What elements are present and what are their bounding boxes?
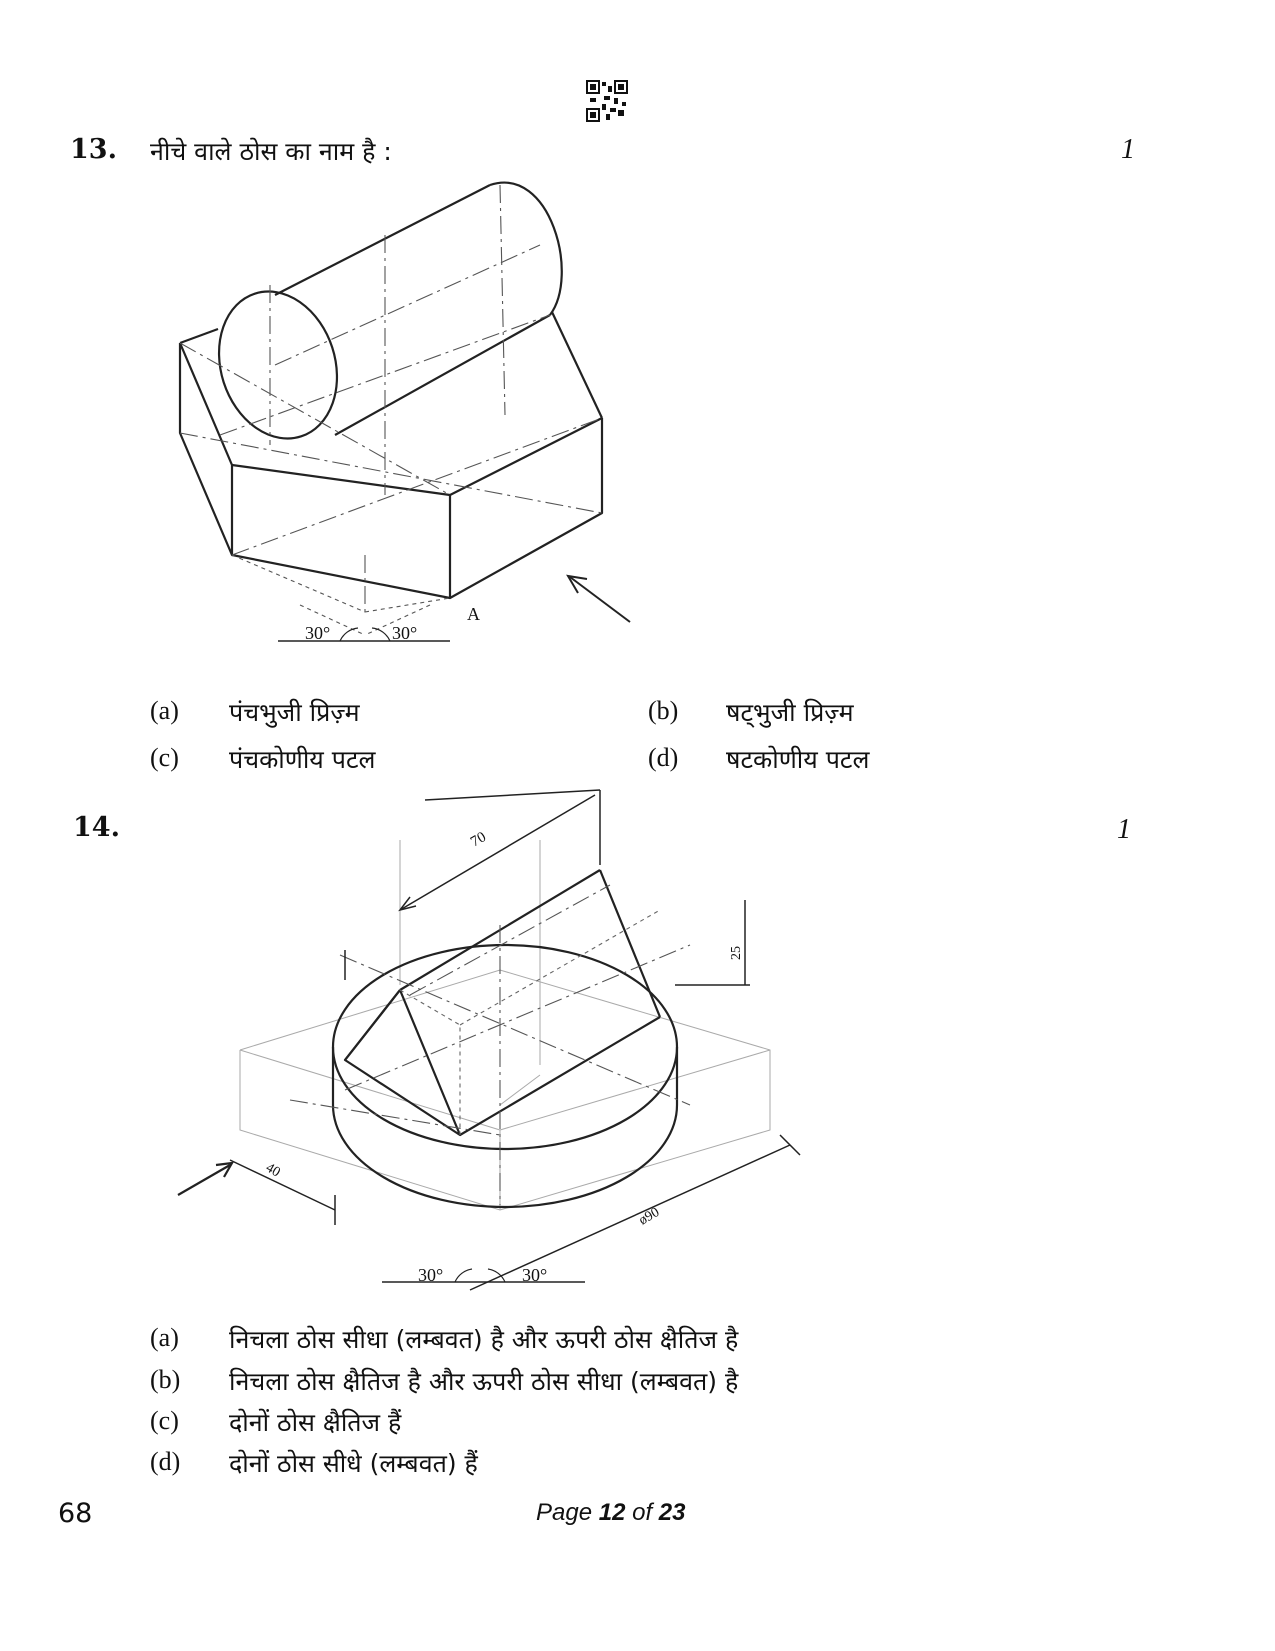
q13-option-c-label: (c) (150, 743, 179, 772)
page-indicator: Page 12 of 23 (536, 1499, 686, 1527)
q14-angle-left: 30° (418, 1265, 443, 1285)
q13-option-b-text: षट्भुजी प्रिज़्म (726, 698, 854, 727)
q14-option-b-label: (b) (150, 1365, 181, 1394)
page-of: of (632, 1499, 653, 1526)
q14-figure: 70 25 40 ø90 30° 30° (177, 789, 801, 1291)
q13-option-a-label: (a) (150, 696, 179, 725)
q14-option-a-label: (a) (150, 1323, 179, 1352)
q14-dim-40: 40 (263, 1160, 283, 1180)
q13-label-a: A (467, 604, 480, 624)
q13-figure: A 30° 30° (178, 181, 631, 643)
q14-option-d-text: दोनों ठोस सीधे (लम्बवत) हैं (229, 1449, 478, 1478)
q13-option-a-text: पंचभुजी प्रिज़्म (229, 698, 360, 727)
q14-dim-70: 70 (468, 829, 489, 850)
qr-code (586, 80, 628, 122)
page-prefix: Page (536, 1499, 593, 1526)
q14-option-c-text: दोनों ठोस क्षैतिज हैं (229, 1408, 402, 1437)
q13-option-c-text: पंचकोणीय पटल (229, 745, 376, 774)
q14-option-c-label: (c) (150, 1406, 179, 1435)
q13-angle-left: 30° (305, 623, 330, 643)
q14-option-a-text: निचला ठोस सीधा (लम्बवत) है और ऊपरी ठोस क… (229, 1325, 739, 1354)
q14-option-d-label: (d) (150, 1447, 181, 1476)
q14-marks: 1 (1117, 814, 1131, 845)
q14-number: 14. (73, 812, 120, 843)
q13-angle-right: 30° (392, 623, 417, 643)
page-total: 23 (658, 1499, 686, 1526)
q13-option-b-label: (b) (648, 696, 679, 725)
paper-code: 68 (58, 1498, 93, 1529)
page-current: 12 (598, 1499, 626, 1526)
q14-option-b-text: निचला ठोस क्षैतिज है और ऊपरी ठोस सीधा (ल… (229, 1367, 739, 1396)
q13-option-d-label: (d) (648, 743, 679, 772)
q13-number: 13. (70, 134, 117, 165)
q14-angle-right: 30° (522, 1265, 547, 1285)
q14-dim-25: 25 (729, 946, 744, 960)
q13-marks: 1 (1121, 134, 1135, 165)
q14-dim-diameter: ø90 (637, 1205, 663, 1228)
q13-question-text: नीचे वाले ठोस का नाम है : (150, 137, 392, 166)
q13-option-d-text: षटकोणीय पटल (726, 745, 870, 774)
